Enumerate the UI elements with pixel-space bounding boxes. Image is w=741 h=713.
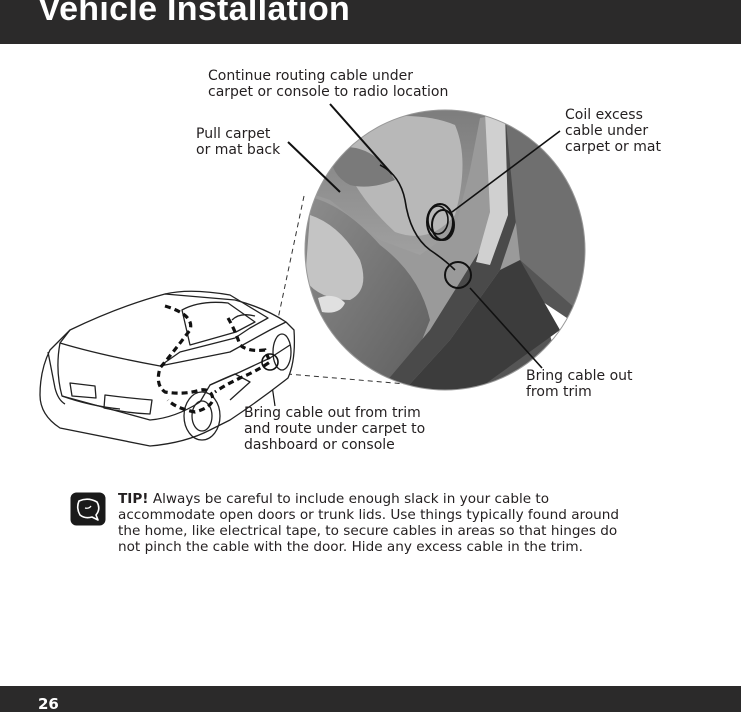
tip-line-1: TIP! Always be careful to include enough… [118,491,678,507]
tip-line-3: the home, like electrical tape, to secur… [118,523,618,539]
cable-exit-marker [261,353,279,371]
callout-continue-routing: Continue routing cable under carpet or c… [208,68,448,100]
callout-line: Coil excess [565,107,643,123]
leader-continue-routing [329,103,393,175]
callout-bring-out-trim: Bring cable out from trim [526,368,633,400]
callout-line: carpet or mat [565,139,661,155]
callout-line: Continue routing cable under [208,68,413,84]
callout-line: dashboard or console [244,437,395,453]
callout-coil-excess: Coil excess cable under carpet or mat [565,107,661,155]
callout-line: Bring cable out [526,368,633,384]
callout-line: and route under carpet to [244,421,426,437]
footer-bar [0,686,741,712]
cable-route-dashed [156,304,272,414]
page-number: 26 [38,695,59,713]
tip-text: TIP! Always be careful to include enough… [118,491,678,555]
tip-label: TIP! [118,491,149,507]
callout-line: Pull carpet [196,126,271,142]
zoom-detail-circle [304,109,586,391]
header-bar [0,0,741,44]
tip-line-2: accommodate open doors or trunk lids. Us… [118,507,620,523]
callout-line: from trim [526,384,592,400]
leader-bring-out-trim [469,287,543,369]
callout-bring-out-route: Bring cable out from trim and route unde… [244,405,425,453]
leader-coil-excess [451,130,561,213]
callout-line: or mat back [196,142,281,158]
tip-line-4: not pinch the cable with the door. Hide … [118,539,583,555]
car-drawing [39,290,296,447]
leader-pull-carpet [287,141,341,193]
callout-line: carpet or console to radio location [208,84,449,100]
page-title: Vehicle Installation [38,0,351,28]
callout-line: cable under [565,123,649,139]
tip-line-text: Always be careful to include enough slac… [148,491,550,507]
callout-line: Bring cable out from trim [244,405,421,421]
callout-pull-carpet: Pull carpet or mat back [196,126,280,158]
speech-bubble-icon [70,492,106,526]
installation-illustration [39,103,586,447]
